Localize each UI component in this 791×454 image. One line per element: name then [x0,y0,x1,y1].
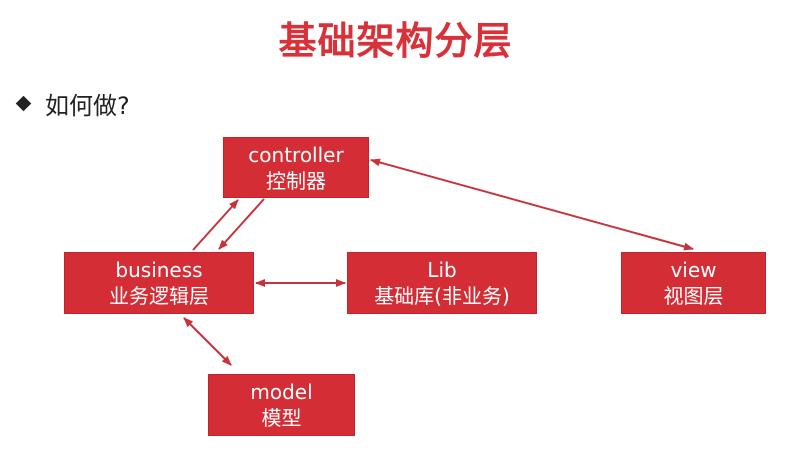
arrow-business-to-controller [192,199,239,251]
bullet-text: 如何做? [45,92,130,120]
node-business: business 业务逻辑层 [65,253,253,313]
arrow-business-model [183,317,232,366]
node-lib: Lib 基础库(非业务) [348,253,536,313]
node-controller: controller 控制器 [224,138,368,197]
node-business-en: business [115,258,203,282]
node-model: model 模型 [209,375,354,435]
node-model-zh: 模型 [261,406,302,430]
bullet-point: 如何做? [15,86,130,121]
arrow-controller-view [370,158,694,251]
node-view: view 视图层 [622,253,765,313]
slide-title: 基础架构分层 [278,19,513,63]
node-business-zh: 业务逻辑层 [109,284,209,308]
node-view-en: view [670,258,717,282]
node-lib-zh: 基础库(非业务) [374,284,510,308]
node-controller-en: controller [248,142,344,167]
node-lib-en: Lib [427,258,457,282]
arrow-controller-to-business [218,198,265,250]
node-view-zh: 视图层 [663,284,724,308]
node-controller-zh: 控制器 [266,168,326,193]
node-model-en: model [250,380,313,404]
